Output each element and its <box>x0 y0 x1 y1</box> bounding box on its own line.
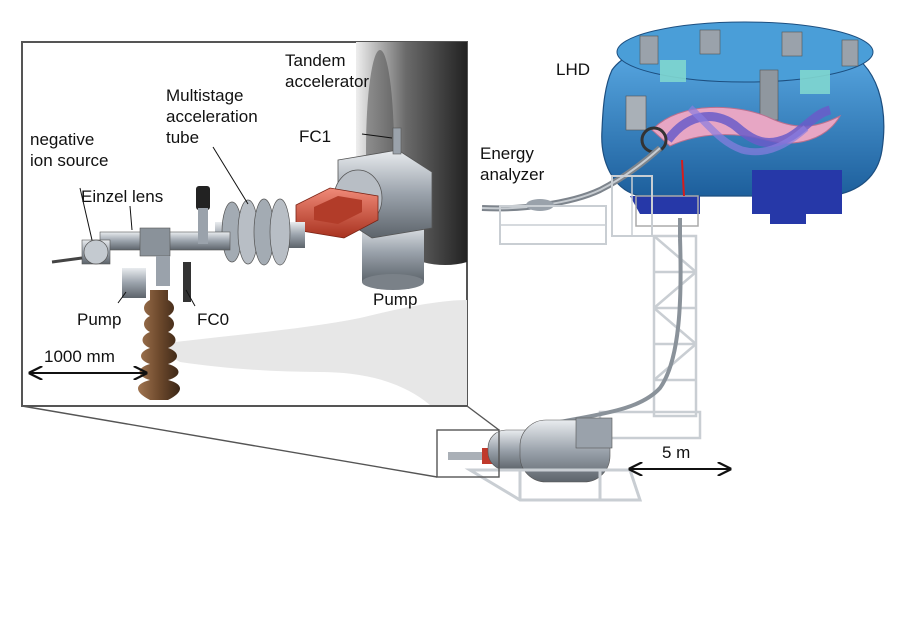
label-tandem-1: Tandem <box>285 51 345 70</box>
label-scale-inset: 1000 mm <box>44 347 115 366</box>
label-energy-2: analyzer <box>480 165 545 184</box>
zoom-region <box>436 429 500 478</box>
label-energy-1: Energy <box>480 144 534 163</box>
label-fc1: FC1 <box>299 127 331 146</box>
leader-lines <box>79 133 393 307</box>
inset-panel <box>21 41 468 407</box>
magnet-red <box>295 187 379 239</box>
labels: LHD Tandem accelerator Multistage accele… <box>30 51 690 462</box>
label-negative-2: ion source <box>30 151 108 170</box>
label-multistage-2: acceleration <box>166 107 258 126</box>
label-scale-main: 5 m <box>662 443 690 462</box>
beam-transport-pipe <box>559 237 683 424</box>
label-fc0: FC0 <box>197 310 229 329</box>
label-lhd: LHD <box>556 60 590 79</box>
label-negative-1: negative <box>30 130 94 149</box>
lhd-device <box>601 21 885 227</box>
ion-source-beamline <box>51 186 231 302</box>
vertical-frame <box>598 218 702 440</box>
label-einzel: Einzel lens <box>81 187 163 206</box>
label-pump-left: Pump <box>77 310 121 329</box>
label-multistage-1: Multistage <box>166 86 243 105</box>
label-pump-right: Pump <box>373 290 417 309</box>
brown-insulator <box>138 290 180 400</box>
zoom-callout-lines <box>21 405 500 478</box>
label-tandem-2: accelerator <box>285 72 369 91</box>
lower-beamline <box>448 417 643 502</box>
energy-analyzer <box>481 145 685 245</box>
label-multistage-3: tube <box>166 128 199 147</box>
acceleration-tube <box>215 198 305 266</box>
floor-shadow <box>150 300 467 405</box>
